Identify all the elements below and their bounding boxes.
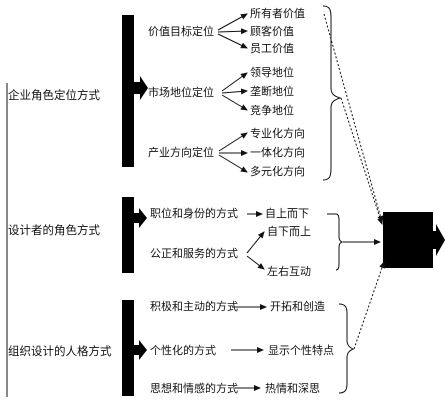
group3-arrow-bar (122, 300, 147, 396)
g1-leaf-0-2: 员工价值 (250, 42, 294, 55)
g3-mid-0: 积极和主动的方式 (150, 300, 238, 313)
left-label-designer: 设计者的角色方式 (8, 223, 100, 237)
g2-leaf-1-0: 自下而上 (267, 225, 311, 238)
g1-leaf-1-2: 竞争地位 (250, 104, 294, 117)
g3-leaf-1: 显示个性特点 (268, 344, 334, 357)
g3-leaf-2: 热情和深思 (265, 382, 320, 395)
g1-mid-1: 市场地位定位 (148, 86, 214, 99)
g1-leaf-2-1: 一体化方向 (250, 146, 305, 159)
g2-mid-1: 公正和服务的方式 (150, 247, 238, 260)
g1-leaf-0-0: 所有者价值 (250, 7, 305, 20)
g2-leaf-0-0: 自上而下 (265, 207, 309, 220)
g2-leaf-1-1: 左右互动 (267, 265, 311, 278)
group1-dashed-links (323, 13, 384, 225)
group3-brace (338, 303, 355, 394)
g2-mid-0: 职位和身份的方式 (150, 207, 238, 220)
g1-leaf-1-0: 领导地位 (250, 66, 294, 79)
left-label-organization: 组织设计的人格方式 (8, 344, 112, 358)
g3-leaf-0: 开拓和创造 (270, 300, 325, 313)
group3-connectors (231, 304, 267, 391)
group1-connectors (217, 13, 248, 173)
output-arrow-block (383, 212, 445, 268)
g1-mid-2: 产业方向定位 (148, 146, 214, 159)
g3-mid-1: 个性化的方式 (150, 344, 216, 357)
group3-dashed-link (353, 261, 385, 350)
group1-brace (322, 5, 342, 181)
g1-leaf-0-1: 顾客价值 (250, 25, 294, 38)
left-label-enterprise: 企业角色定位方式 (8, 88, 100, 102)
g1-leaf-2-2: 多元化方向 (250, 165, 305, 178)
group2-connectors (246, 211, 381, 271)
group1-arrow-bar (122, 15, 148, 167)
g1-leaf-2-0: 专业化方向 (250, 127, 305, 140)
g1-leaf-1-1: 垄断地位 (250, 85, 294, 98)
g3-mid-2: 思想和情感的方式 (150, 382, 238, 395)
g1-mid-0: 价值目标定位 (148, 25, 214, 38)
group2-arrow-bar (122, 197, 147, 273)
